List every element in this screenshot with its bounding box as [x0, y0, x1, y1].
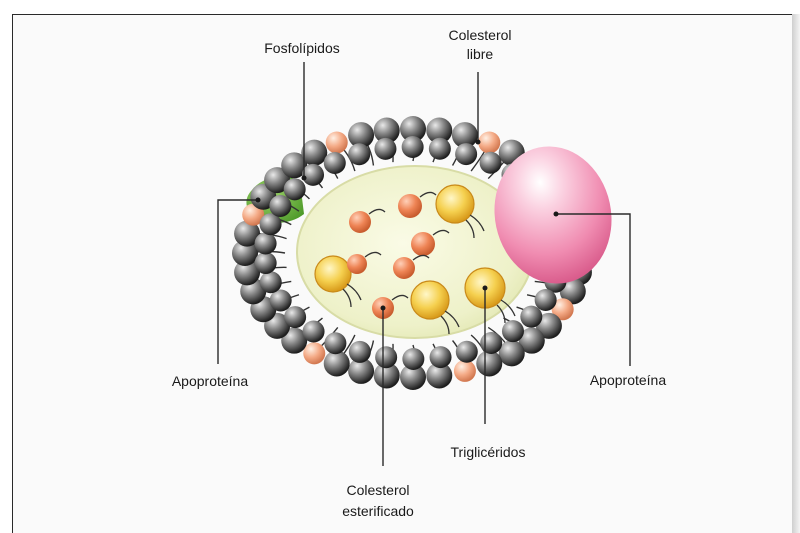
esterified-cholesterol: [393, 257, 415, 279]
phospholipid-head-inner: [375, 346, 397, 368]
triglyceride: [436, 185, 474, 223]
esterified-cholesterol: [347, 254, 367, 274]
label-apoproteina-left: Apoproteína: [172, 373, 248, 389]
label-apoproteina-right: Apoproteína: [590, 372, 666, 388]
triglyceride: [315, 256, 351, 292]
dot-trigliceridos: [483, 286, 488, 291]
phospholipid-head-inner: [402, 348, 424, 370]
label-trigliceridos: Triglicéridos: [451, 444, 526, 460]
dot-colesterol-esterificado: [381, 306, 386, 311]
label-colesterol-libre-line1: Colesterol: [448, 27, 511, 43]
free-cholesterol: [478, 132, 500, 154]
phospholipid-head-inner: [455, 143, 477, 165]
phospholipid-head-inner: [402, 136, 424, 158]
dot-apoproteina-left: [256, 198, 261, 203]
phospholipid-head-inner: [374, 138, 396, 160]
phospholipid-head-inner: [284, 178, 306, 200]
phospholipid-head-inner: [302, 164, 324, 186]
esterified-cholesterol: [349, 211, 371, 233]
phospholipid-head-inner: [255, 232, 277, 254]
phospholipid-head-inner: [324, 332, 346, 354]
esterified-cholesterol: [411, 232, 435, 256]
phospholipid-head: [499, 340, 525, 366]
phospholipid-head-inner: [303, 321, 325, 343]
dot-colesterol-libre: [476, 140, 481, 145]
phospholipid-head: [301, 140, 327, 166]
dot-fosfolipidos: [302, 176, 307, 181]
phospholipid-head-inner: [520, 306, 542, 328]
phospholipid-head-inner: [284, 306, 306, 328]
phospholipid-head: [476, 350, 502, 376]
phospholipid-head-inner: [348, 143, 370, 165]
phospholipid-head-inner: [480, 332, 502, 354]
dot-apoproteina-right: [554, 212, 559, 217]
free-cholesterol: [326, 132, 348, 154]
triglyceride: [411, 281, 449, 319]
phospholipid-head-inner: [324, 152, 346, 174]
phospholipid-head-inner: [535, 289, 557, 311]
free-cholesterol: [303, 342, 325, 364]
phospholipid-head-inner: [480, 152, 502, 174]
label-colesterol-libre-line2: libre: [467, 46, 494, 62]
phospholipid-head-inner: [429, 138, 451, 160]
phospholipid-head-inner: [260, 271, 282, 293]
phospholipid-head-inner: [349, 341, 371, 363]
label-colesterol-esterificado-line1: Colesterol: [346, 482, 409, 498]
label-colesterol-esterificado-line2: esterificado: [342, 503, 414, 519]
phospholipid-head-inner: [269, 195, 291, 217]
phospholipid-head: [324, 350, 350, 376]
label-fosfolipidos: Fosfolípidos: [264, 40, 339, 56]
phospholipid-head-inner: [430, 346, 452, 368]
phospholipid-head-inner: [456, 341, 478, 363]
phospholipid-head-inner: [502, 320, 524, 342]
phospholipid-head-inner: [255, 252, 277, 274]
free-cholesterol: [454, 360, 476, 382]
esterified-cholesterol: [398, 194, 422, 218]
